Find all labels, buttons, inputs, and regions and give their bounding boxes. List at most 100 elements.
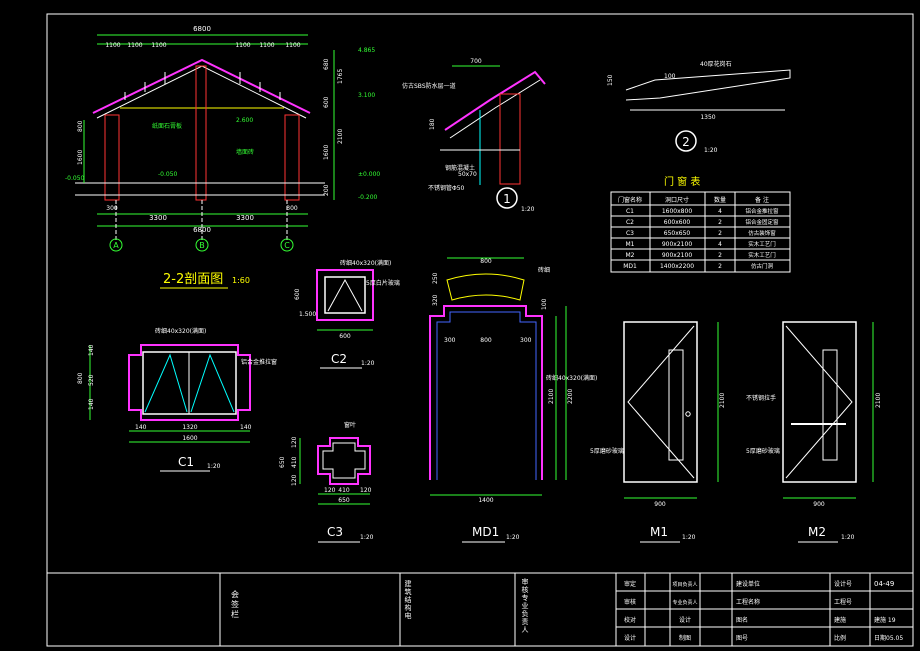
window-c2: 砖细40x320(满面) 5厚白片玻璃 600 1.500 600 C2 1:2…: [294, 259, 400, 369]
m1-dim: 2100: [719, 393, 726, 408]
m2-label: M2: [808, 525, 826, 539]
c2-dim: 600: [339, 333, 351, 340]
table-frame: [610, 191, 791, 273]
c1-label: C1: [178, 455, 194, 469]
table-cell: 铝合金固定窗: [745, 218, 779, 226]
c1-dim: 1320: [182, 424, 197, 431]
elevation-label: 4.865: [358, 47, 375, 54]
table-cell: C1: [626, 208, 634, 215]
detail1-note: 不锈钢管Φ50: [428, 184, 465, 192]
dim-small: 300: [286, 205, 298, 212]
tb-project: 图名: [736, 616, 748, 624]
elevation-label: ±0.000: [358, 171, 380, 178]
door-m1: 5厚磨砂玻璃 2100 900 M1 1:20: [590, 321, 726, 543]
m1-label: M1: [650, 525, 668, 539]
table-cell: 2: [718, 252, 722, 259]
m1-handle: [685, 411, 691, 417]
c1-scale: 1:20: [207, 463, 221, 470]
c3-dim: 120: [291, 474, 298, 486]
center-column: [195, 65, 207, 201]
tb-right-label: 比例: [834, 634, 846, 642]
tb-review: 审核专业负责人: [521, 577, 529, 634]
c1-dim: 140: [88, 398, 95, 410]
m1-swing-mark: [627, 325, 695, 479]
tb-right-label: 建施: [834, 616, 846, 624]
door-m2: 不锈钢拉手 5厚磨砂玻璃 2100 900 M2 1:20: [746, 321, 882, 543]
md1-dim: 320: [432, 294, 439, 306]
c3-dim: 410: [338, 487, 350, 494]
detail-1: 700 仿古SBS防水层一道 钢筋混凝土 不锈钢管Φ50 180 50x70 1…: [402, 58, 546, 213]
tb-right-label: 工程号: [834, 598, 852, 606]
table-header: 备 注: [755, 196, 769, 204]
c1-dim: 140: [240, 424, 252, 431]
c2-dim: 1.500: [299, 311, 316, 318]
c3-dim: 120: [324, 487, 336, 494]
m2-scale: 1:20: [841, 534, 855, 541]
table-cell: 900x2100: [662, 252, 692, 259]
roof-underside: [96, 65, 307, 119]
md1-scale: 1:20: [506, 534, 520, 541]
table-cell: 铝合金推拉窗: [745, 207, 779, 215]
dim-bay: 1100: [259, 42, 274, 49]
table-cell: 900x2100: [662, 241, 692, 248]
table-cell: 实木工艺门: [748, 240, 776, 248]
table-cell: M2: [626, 252, 635, 259]
md1-dim: 800: [480, 258, 492, 265]
m1-dim: 900: [654, 501, 666, 508]
c1-note: 铝合金推拉窗: [241, 358, 277, 366]
dim-span: 3300: [149, 214, 167, 222]
right-dim: 200: [323, 184, 330, 196]
table-title: 门 窗 表: [664, 175, 700, 188]
c2-note: 砖细40x320(满面): [340, 259, 391, 267]
table-cell: 600x600: [664, 219, 691, 226]
tb-right-label: 设计号: [834, 580, 852, 588]
c2-surround: [316, 269, 374, 321]
detail1-marker: [496, 187, 518, 209]
m2-note: 不锈钢拉手: [746, 394, 776, 402]
c1-dim: 1600: [182, 435, 197, 442]
detail2-slab: [625, 69, 791, 101]
left-dim: 1600: [77, 150, 84, 165]
tb-value: 建施 19: [874, 616, 896, 624]
detail1-roof: [444, 70, 546, 131]
c1-dim: 140: [88, 344, 95, 356]
m1-note: 5厚磨砂玻璃: [590, 447, 624, 455]
c1-sash-mark: [144, 353, 188, 413]
detail1-roof-underside: [449, 79, 541, 139]
m1-frame: [623, 321, 698, 483]
right-dim: 1600: [323, 145, 330, 160]
right-dim: 2100: [337, 129, 344, 144]
c3-dim: 650: [338, 497, 350, 504]
left-dim: 800: [77, 120, 84, 132]
m2-dim: 900: [813, 501, 825, 508]
detail1-dim: 180: [429, 118, 436, 130]
c3-scale: 1:20: [360, 534, 374, 541]
axis-label: B: [199, 241, 205, 250]
c3-dim: 410: [291, 456, 298, 468]
table-cell: 4: [718, 208, 722, 215]
detail2-dim: 1350: [700, 114, 715, 121]
c3-note: 窗叶: [344, 421, 356, 429]
table-cell: 实木工艺门: [748, 251, 776, 259]
detail2-dim: 150: [607, 74, 614, 86]
roof-outline: [92, 58, 311, 114]
table-header: 洞口尺寸: [665, 196, 689, 204]
md1-label: MD1: [472, 525, 499, 539]
table-header: 门窗名称: [618, 196, 642, 204]
md1-dim: 2100: [548, 389, 555, 404]
door-md1: 砖细 800 250 320 300 800 300 100 砖细40x320(…: [429, 257, 597, 543]
m1-scale: 1:20: [682, 534, 696, 541]
tb-value: 日期05.05: [874, 634, 903, 642]
c1-surround: [128, 344, 251, 421]
c2-note: 5厚白片玻璃: [366, 279, 400, 287]
dim-bay: 1100: [151, 42, 166, 49]
m2-frame: [782, 321, 857, 483]
elevation-label: -0.200: [358, 194, 378, 201]
c2-frame: [324, 276, 366, 314]
c1-dim: 140: [135, 424, 147, 431]
detail1-note: 钢筋混凝土: [445, 164, 475, 172]
dim-small: 300: [106, 205, 118, 212]
window-c1: 砖细40x320(满面) 铝合金推拉窗 140 520 140 800 140 …: [77, 327, 277, 472]
table-cell: 1600x800: [662, 208, 692, 215]
table-cell: 仿古装饰窗: [748, 229, 776, 237]
